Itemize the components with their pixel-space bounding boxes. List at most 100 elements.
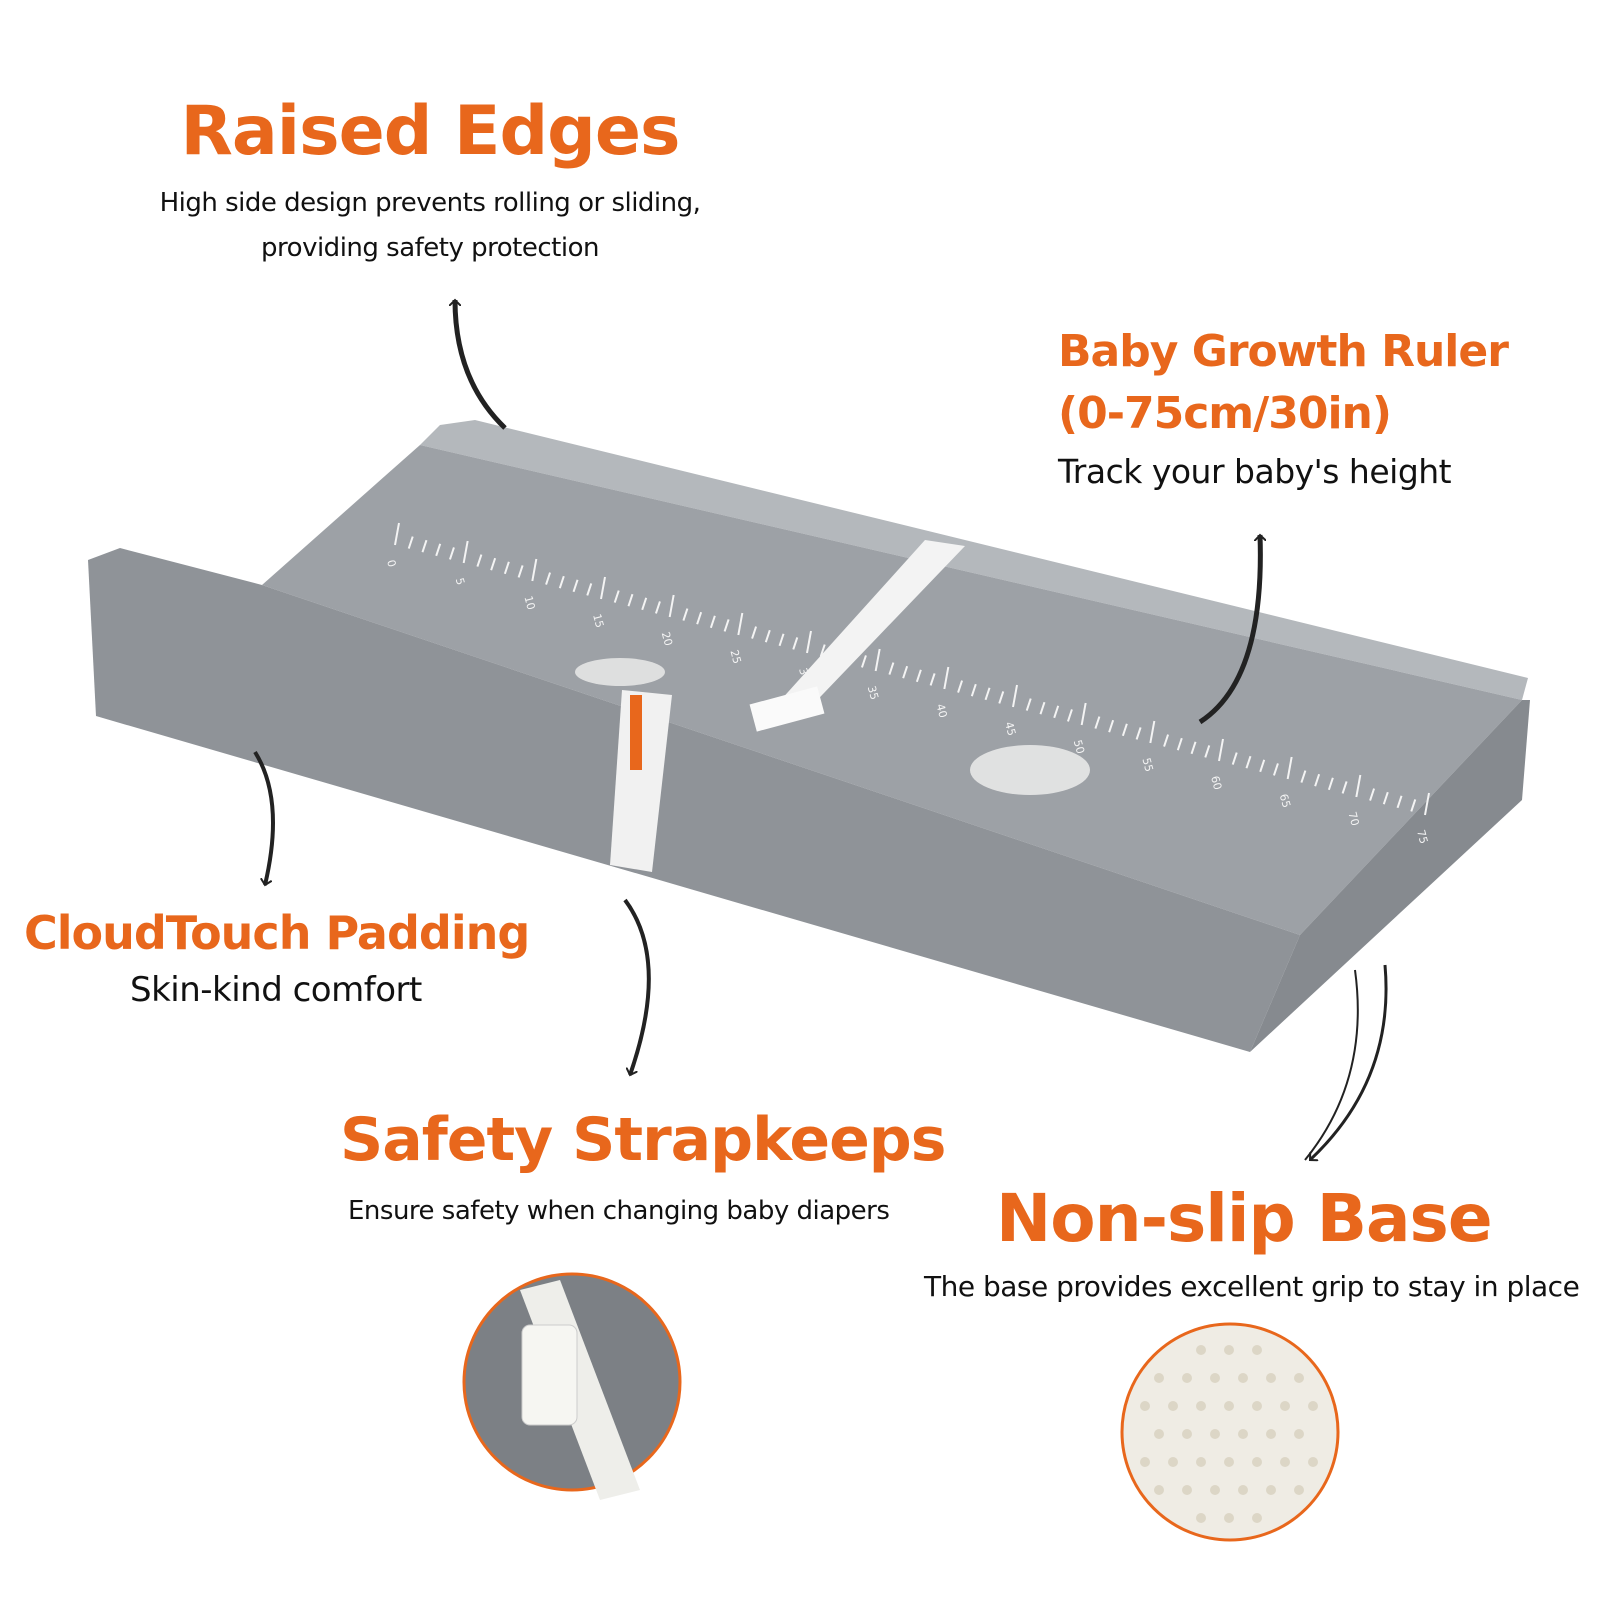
ruler-label: 75 [1414, 828, 1430, 845]
ruler-tick [462, 540, 469, 564]
non-slip-base-title: Non-slip Base [996, 1180, 1493, 1257]
grip-dot [1154, 1429, 1164, 1439]
arrow-down-icon [623, 898, 651, 1075]
ruler-tick [1094, 716, 1101, 729]
ruler-tick [668, 594, 675, 618]
ruler-label: 0 [384, 558, 398, 568]
ruler-tick [435, 543, 442, 557]
ruler-tick [1245, 755, 1252, 769]
mat-surface [262, 445, 1522, 935]
ruler-tick [778, 633, 785, 647]
grip-dot [1280, 1401, 1290, 1411]
grip-dot [1140, 1401, 1150, 1411]
strapkeeps-desc: Ensure safety when changing baby diapers [348, 1196, 890, 1226]
arrow-down-icon [253, 750, 275, 885]
growth-ruler-desc: Track your baby's height [1058, 452, 1452, 491]
grip-dot [1266, 1485, 1276, 1495]
grip-dot [1140, 1457, 1150, 1467]
front-rail-face [88, 548, 1300, 1052]
growth-ruler-title: Baby Growth Ruler [1058, 326, 1509, 377]
ruler-tick [503, 561, 510, 575]
ruler-tick [1424, 792, 1430, 816]
grip-dot [1168, 1401, 1178, 1411]
strap-buckle [749, 686, 825, 732]
grip-dot [1238, 1429, 1248, 1439]
ruler-tick [1314, 773, 1321, 787]
ruler-tick [709, 615, 716, 629]
padding-title: CloudTouch Padding [24, 906, 530, 960]
ruler-tick [1149, 720, 1156, 744]
grip-dot [1252, 1345, 1262, 1355]
ruler-label: 15 [590, 612, 606, 629]
grip-dot [1210, 1429, 1220, 1439]
grip-dot [1294, 1485, 1304, 1495]
ruler-label: 70 [1345, 810, 1361, 827]
grip-dot [1196, 1457, 1206, 1467]
ruler-tick [1231, 752, 1238, 765]
strapkeep-label [630, 695, 642, 770]
grip-dot [1294, 1429, 1304, 1439]
ruler-tick [1108, 719, 1115, 733]
ruler-tick [1259, 759, 1266, 773]
ruler-label: 45 [1002, 720, 1018, 737]
grip-dot [1266, 1373, 1276, 1383]
ruler-tick [970, 683, 977, 697]
ruler-tick [1176, 737, 1183, 751]
grip-dot [1224, 1457, 1234, 1467]
ruler-label: 35 [865, 684, 881, 701]
ruler-tick [1053, 705, 1060, 719]
ruler-tick [407, 536, 414, 549]
ruler-label: 10 [521, 594, 537, 611]
ruler-tick [545, 572, 552, 585]
buckle-detail-image [462, 1272, 682, 1500]
arrow-up-icon [1198, 535, 1260, 725]
ruler-tick [1190, 741, 1197, 755]
ruler-tick [1382, 791, 1389, 805]
grip-dot [1280, 1457, 1290, 1467]
ruler-tick [902, 665, 909, 679]
ruler-tick [764, 629, 771, 643]
ruler-tick [654, 601, 661, 614]
grip-dot [1238, 1485, 1248, 1495]
ruler-tick [421, 539, 428, 553]
grip-dot [1266, 1429, 1276, 1439]
ruler-tick [1369, 788, 1376, 801]
non-slip-texture-image [1120, 1322, 1340, 1542]
ruler-tick [641, 597, 648, 611]
growth-ruler-range: (0-75cm/30in) [1058, 388, 1392, 439]
ruler-tick [1066, 709, 1073, 722]
ruler-tick [1121, 723, 1128, 737]
grip-dot [1196, 1513, 1206, 1523]
grip-dot [1308, 1401, 1318, 1411]
ruler-label: 20 [659, 630, 675, 647]
grip-dot [1154, 1485, 1164, 1495]
ruler-tick [929, 673, 936, 686]
ruler-label: 55 [1139, 756, 1155, 773]
raised-edges-desc-line2: providing safety protection [261, 233, 599, 263]
ruler-tick [1039, 701, 1046, 715]
ruler-tick [957, 680, 964, 693]
ruler-tick [394, 522, 400, 546]
ruler-label: 60 [1208, 774, 1224, 791]
strapkeeps-title: Safety Strapkeeps [340, 1105, 946, 1175]
grip-dot [1168, 1457, 1178, 1467]
grip-dot [1252, 1513, 1262, 1523]
arrow-up-icon [455, 300, 507, 430]
ruler-tick [819, 644, 826, 657]
grip-dot [1210, 1485, 1220, 1495]
ruler-tick [792, 637, 799, 650]
ruler-tick [1327, 777, 1334, 791]
grip-dot [1252, 1401, 1262, 1411]
raised-edges-desc-line1: High side design prevents rolling or sli… [159, 188, 701, 218]
ruler-tick [1012, 684, 1018, 708]
ruler-tick [517, 565, 524, 578]
grip-dot [1308, 1457, 1318, 1467]
ruler-label: 65 [1277, 792, 1293, 809]
ruler-tick [723, 619, 730, 632]
grip-dot [1182, 1485, 1192, 1495]
non-slip-base-desc: The base provides excellent grip to stay… [924, 1270, 1580, 1303]
padding-desc: Skin-kind comfort [130, 970, 422, 1010]
ruler-tick [1355, 774, 1362, 798]
ruler-tick [1080, 702, 1087, 726]
